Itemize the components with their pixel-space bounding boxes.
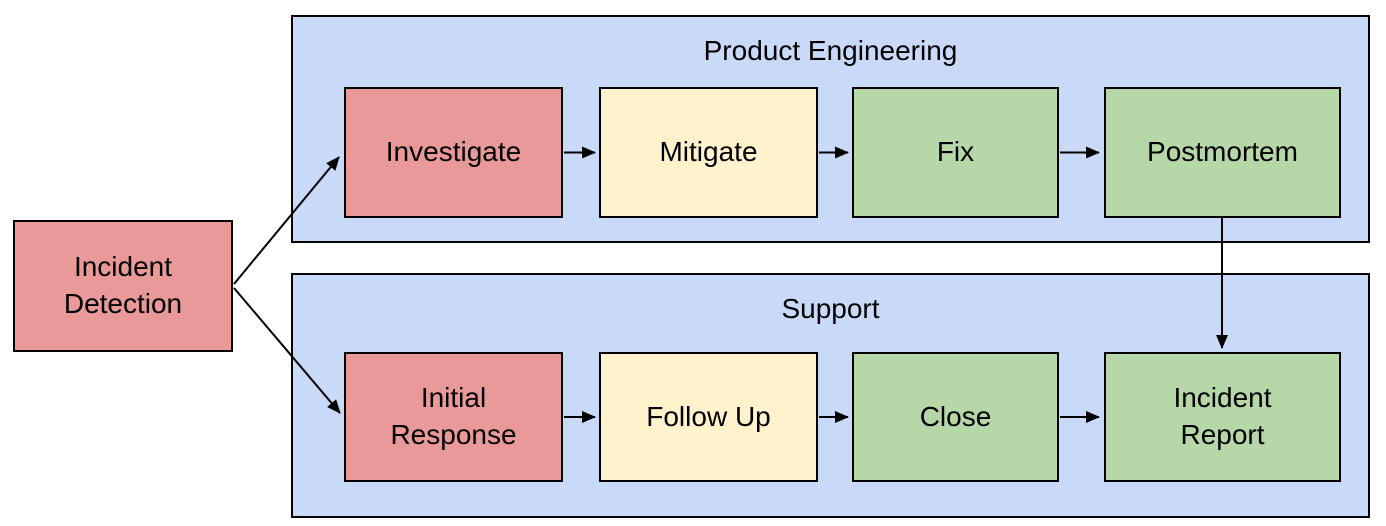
node-fix-label: Fix bbox=[936, 136, 975, 168]
node-postmortem-label: Postmortem bbox=[1147, 136, 1298, 168]
node-follow-up-label: Follow Up bbox=[646, 400, 771, 432]
node-close-label: Close bbox=[919, 400, 992, 432]
node-mitigate: Mitigate bbox=[599, 87, 818, 218]
node-fix: Fix bbox=[852, 87, 1059, 218]
node-investigate-label: Investigate bbox=[385, 136, 522, 168]
node-incident-report-label: Incident Report bbox=[1173, 382, 1272, 450]
lane-title-support: Support bbox=[781, 293, 880, 324]
node-investigate: Investigate bbox=[344, 87, 563, 218]
node-incident-report: Incident Report bbox=[1104, 352, 1341, 482]
node-initial-response: Initial Response bbox=[344, 352, 563, 482]
node-close: Close bbox=[852, 352, 1059, 482]
node-mitigate-label: Mitigate bbox=[659, 136, 758, 168]
node-incident-detection: Incident Detection bbox=[13, 220, 233, 352]
node-postmortem: Postmortem bbox=[1104, 87, 1341, 218]
node-initial-response-label: Initial Response bbox=[390, 382, 517, 450]
node-follow-up: Follow Up bbox=[599, 352, 818, 482]
lane-title-product-engineering: Product Engineering bbox=[703, 35, 958, 66]
node-incident-detection-label: Incident Detection bbox=[63, 251, 183, 319]
